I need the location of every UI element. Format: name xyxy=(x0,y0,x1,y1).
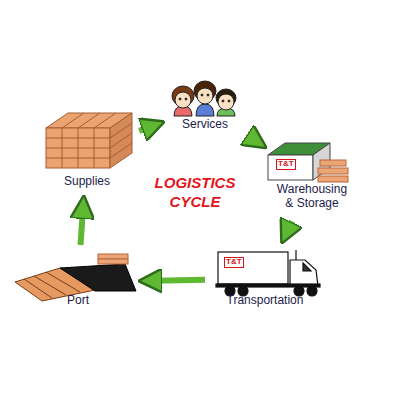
people-icon-part xyxy=(185,98,187,100)
people-icon-part xyxy=(196,104,214,116)
people-icon-part xyxy=(218,94,234,110)
icon-space xyxy=(265,244,266,294)
warehouse-icon-part xyxy=(318,160,348,182)
people-icon-part xyxy=(201,94,203,96)
cycle-arrow xyxy=(249,136,253,138)
cycle-stage: Warehousing & Storage xyxy=(267,140,357,217)
port-icon-part xyxy=(24,279,52,298)
cycle-arrow xyxy=(289,221,292,228)
port-icon-part xyxy=(34,276,66,295)
crates-icon-part xyxy=(46,128,110,168)
port-icon-part xyxy=(98,254,128,264)
company-logo: T&T xyxy=(224,257,244,268)
truck-icon-part xyxy=(303,263,311,271)
people-icon-part xyxy=(175,92,191,108)
people-icon-part xyxy=(207,94,209,96)
port-icon-part xyxy=(60,264,136,291)
warehouse-icon-part-part xyxy=(318,176,348,182)
warehouse-icon-part xyxy=(268,155,313,180)
people-icon-part xyxy=(179,98,181,100)
cycle-stage: Port xyxy=(18,250,138,314)
icon-space xyxy=(312,140,313,183)
warehouse-icon xyxy=(268,143,348,182)
truck-icon xyxy=(216,250,320,296)
cycle-arrow xyxy=(139,127,149,131)
truck-icon-part xyxy=(295,250,296,260)
icon-space xyxy=(78,250,79,294)
crates-icon-part xyxy=(94,113,116,128)
company-logo: T&T xyxy=(276,159,296,170)
port-icon-part-part xyxy=(98,254,128,259)
diagram-title: LOGISTICS CYCLE xyxy=(142,174,248,212)
stage-label: Warehousing & Storage xyxy=(272,183,352,211)
icon-space xyxy=(205,76,206,118)
icon-space xyxy=(87,105,88,175)
cycle-arrow xyxy=(155,277,205,284)
truck-icon-part xyxy=(307,286,317,296)
stage-label: Services xyxy=(182,118,228,132)
cycle-stage: Services xyxy=(165,76,245,138)
people-icon xyxy=(172,81,236,116)
stage-label: Supplies xyxy=(64,175,110,189)
warehouse-icon-part-part xyxy=(320,160,346,166)
cycle-stage: Transportation xyxy=(210,244,320,314)
stage-label: Port xyxy=(67,294,89,308)
crates-icon-part xyxy=(110,143,132,158)
people-icon-part xyxy=(197,88,213,104)
people-icon-part xyxy=(228,100,230,102)
cycle-stage: Supplies xyxy=(40,105,135,195)
port-icon-part-part xyxy=(98,259,128,264)
crates-icon-part xyxy=(78,128,79,168)
cycle-arrow xyxy=(81,212,83,245)
crates-icon-part xyxy=(94,128,95,168)
crates-icon xyxy=(46,113,132,168)
crates-icon-part xyxy=(110,113,132,168)
truck-icon-part xyxy=(290,260,318,286)
people-icon-part xyxy=(222,100,224,102)
stage-label: Transportation xyxy=(227,294,304,308)
truck-icon-part xyxy=(218,252,288,284)
warehouse-icon-part-part xyxy=(318,168,348,174)
crates-icon-part xyxy=(62,128,63,168)
